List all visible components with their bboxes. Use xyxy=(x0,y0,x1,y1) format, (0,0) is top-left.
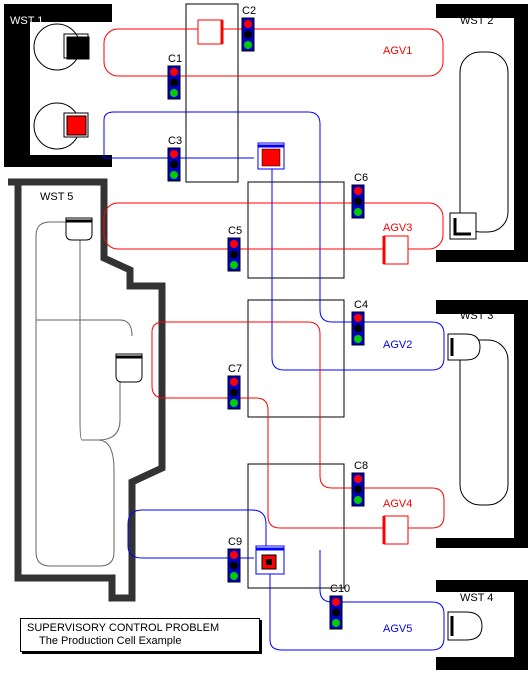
signal-lamp xyxy=(332,619,340,627)
wst3-label: WST 3 xyxy=(460,310,494,322)
signal-lamp xyxy=(230,572,238,580)
wst3-wall xyxy=(436,300,528,548)
signal-lamp xyxy=(230,378,238,386)
signal-lamp xyxy=(354,208,362,216)
signal-lamp xyxy=(170,171,178,179)
signal-label-c6: C6 xyxy=(354,172,369,184)
wst3-conveyor xyxy=(459,339,509,506)
signal-lamp xyxy=(230,551,238,559)
signal-lamp xyxy=(230,388,238,397)
agv2-vehicle xyxy=(257,142,285,170)
wst2-robot xyxy=(449,212,477,240)
signal-lamp xyxy=(332,608,340,617)
signal-lamp xyxy=(244,20,252,28)
wst5-conveyors xyxy=(35,221,133,567)
signal-lamp xyxy=(230,250,238,259)
agv1-vehicle xyxy=(197,19,224,45)
signal-c6 xyxy=(351,184,365,219)
agv2-route-a xyxy=(103,111,445,371)
wst5-robot-top xyxy=(65,217,93,241)
signal-lamp xyxy=(354,475,362,483)
wst4-wall xyxy=(436,580,528,670)
wst4-robot xyxy=(447,611,483,641)
signal-label-c3: C3 xyxy=(168,135,183,147)
signal-lamp xyxy=(244,30,252,39)
zone-boxes xyxy=(185,3,345,589)
signal-lamp xyxy=(354,314,362,322)
wst5-label: WST 5 xyxy=(40,191,74,203)
wst1-part-red xyxy=(66,115,87,136)
signal-c2 xyxy=(241,17,255,52)
wst2-label: WST 2 xyxy=(460,15,494,27)
signal-lamp xyxy=(170,68,178,76)
agv3-vehicle xyxy=(382,235,409,265)
signal-label-c2: C2 xyxy=(242,5,257,17)
caption-box: SUPERVISORY CONTROL PROBLEM The Producti… xyxy=(20,618,260,652)
agv4-route xyxy=(151,321,445,529)
signal-label-c10: C10 xyxy=(330,583,351,595)
wst3-robot xyxy=(447,333,481,361)
signal-lamp xyxy=(230,561,238,570)
agv5-vehicle xyxy=(255,545,285,575)
wst2-conveyor xyxy=(459,51,509,233)
agv4-vehicle xyxy=(382,515,409,545)
agv3-label: AGV3 xyxy=(383,222,413,234)
signal-c4 xyxy=(351,311,365,346)
signal-c9 xyxy=(227,548,241,583)
signal-lamp xyxy=(230,240,238,248)
wst2-wall xyxy=(436,4,528,262)
wst5-robot-mid xyxy=(115,353,143,383)
signal-lamp xyxy=(230,261,238,269)
caption-subtitle: The Production Cell Example xyxy=(39,635,182,647)
signal-c10 xyxy=(329,595,343,630)
signal-lamp xyxy=(230,399,238,407)
agv3-route xyxy=(103,202,444,250)
wst1-label: WST 1 xyxy=(10,15,44,27)
signal-c3 xyxy=(167,147,181,182)
agv1-label: AGV1 xyxy=(383,45,413,57)
signal-c8 xyxy=(351,472,365,507)
agv2-label: AGV2 xyxy=(383,339,413,351)
signal-label-c7: C7 xyxy=(228,363,243,375)
wst4-label: WST 4 xyxy=(460,592,494,604)
signal-lamp xyxy=(354,324,362,333)
signal-lamp xyxy=(354,496,362,504)
wst1-wall xyxy=(4,4,112,167)
signals-layer xyxy=(167,17,365,630)
agv4-label: AGV4 xyxy=(383,498,413,510)
wst5-wall xyxy=(8,178,166,602)
signal-lamp xyxy=(170,150,178,158)
signal-lamp xyxy=(354,485,362,494)
signal-label-c1: C1 xyxy=(168,53,183,65)
agv1-route xyxy=(103,28,444,77)
signal-label-c5: C5 xyxy=(228,225,243,237)
signal-lamp xyxy=(244,41,252,49)
signal-lamp xyxy=(354,187,362,195)
signal-label-c8: C8 xyxy=(354,460,369,472)
signal-lamp xyxy=(170,78,178,87)
signal-lamp xyxy=(332,598,340,606)
signal-label-c9: C9 xyxy=(228,536,243,548)
caption-title: SUPERVISORY CONTROL PROBLEM xyxy=(27,622,220,634)
signal-label-c4: C4 xyxy=(354,299,369,311)
signal-lamp xyxy=(170,160,178,169)
agv5-label: AGV5 xyxy=(383,623,413,635)
signal-c7 xyxy=(227,375,241,410)
signal-c1 xyxy=(167,65,181,100)
agv5-route xyxy=(127,509,445,651)
signal-lamp xyxy=(354,335,362,343)
wst1-part-black xyxy=(66,36,90,60)
signal-c5 xyxy=(227,237,241,272)
signal-lamp xyxy=(170,89,178,97)
signal-lamp xyxy=(354,197,362,206)
